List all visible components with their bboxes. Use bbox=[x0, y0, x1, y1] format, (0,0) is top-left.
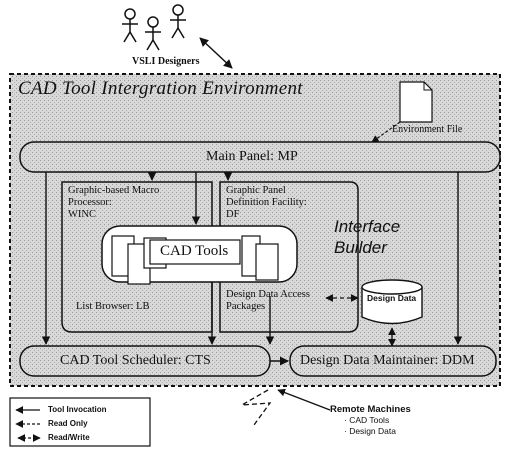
legend-read-only: Read Only bbox=[48, 419, 88, 428]
main-panel-box bbox=[19, 141, 501, 173]
legend-read-write: Read/Write bbox=[48, 433, 90, 442]
remote-machines-arrow bbox=[277, 388, 331, 411]
designers-label: VSLI Designers bbox=[132, 56, 200, 67]
environment-file-label: Environment File bbox=[392, 124, 463, 135]
cad-tools-label: CAD Tools bbox=[160, 243, 229, 259]
design-data-label: Design Data bbox=[367, 293, 417, 303]
macro-processor-label: Graphic-based Macro Processor: WINC bbox=[68, 185, 160, 220]
environment-file-icon bbox=[399, 81, 433, 123]
remote-link bbox=[241, 389, 272, 426]
design-data-cylinder bbox=[361, 279, 423, 325]
scheduler-label: CAD Tool Scheduler: CTS bbox=[60, 353, 211, 368]
maintainer-label: Design Data Maintainer: DDM bbox=[300, 353, 475, 368]
panel-definition-label: Graphic Panel Definition Facility: DF bbox=[226, 185, 307, 220]
cad-tools-label-box bbox=[149, 239, 241, 265]
maintainer-box bbox=[289, 345, 497, 377]
legend-tool-invocation: Tool Invocation bbox=[48, 405, 107, 414]
file-to-main-panel-arrow bbox=[371, 121, 401, 143]
tool-invocation-arrows bbox=[41, 172, 463, 345]
designers-arrow bbox=[199, 37, 233, 69]
designers-figures bbox=[122, 4, 186, 51]
list-browser-label: List Browser: LB bbox=[76, 301, 150, 312]
design-data-access-label: Design Data Access Packages bbox=[226, 289, 310, 312]
interface-builder-label: Interface Builder bbox=[334, 217, 401, 257]
main-panel-label: Main Panel: MP bbox=[206, 149, 298, 164]
remote-machines-label: Remote Machines · CAD Tools · Design Dat… bbox=[330, 404, 411, 436]
environment-title: CAD Tool Intergration Environment bbox=[18, 78, 303, 99]
